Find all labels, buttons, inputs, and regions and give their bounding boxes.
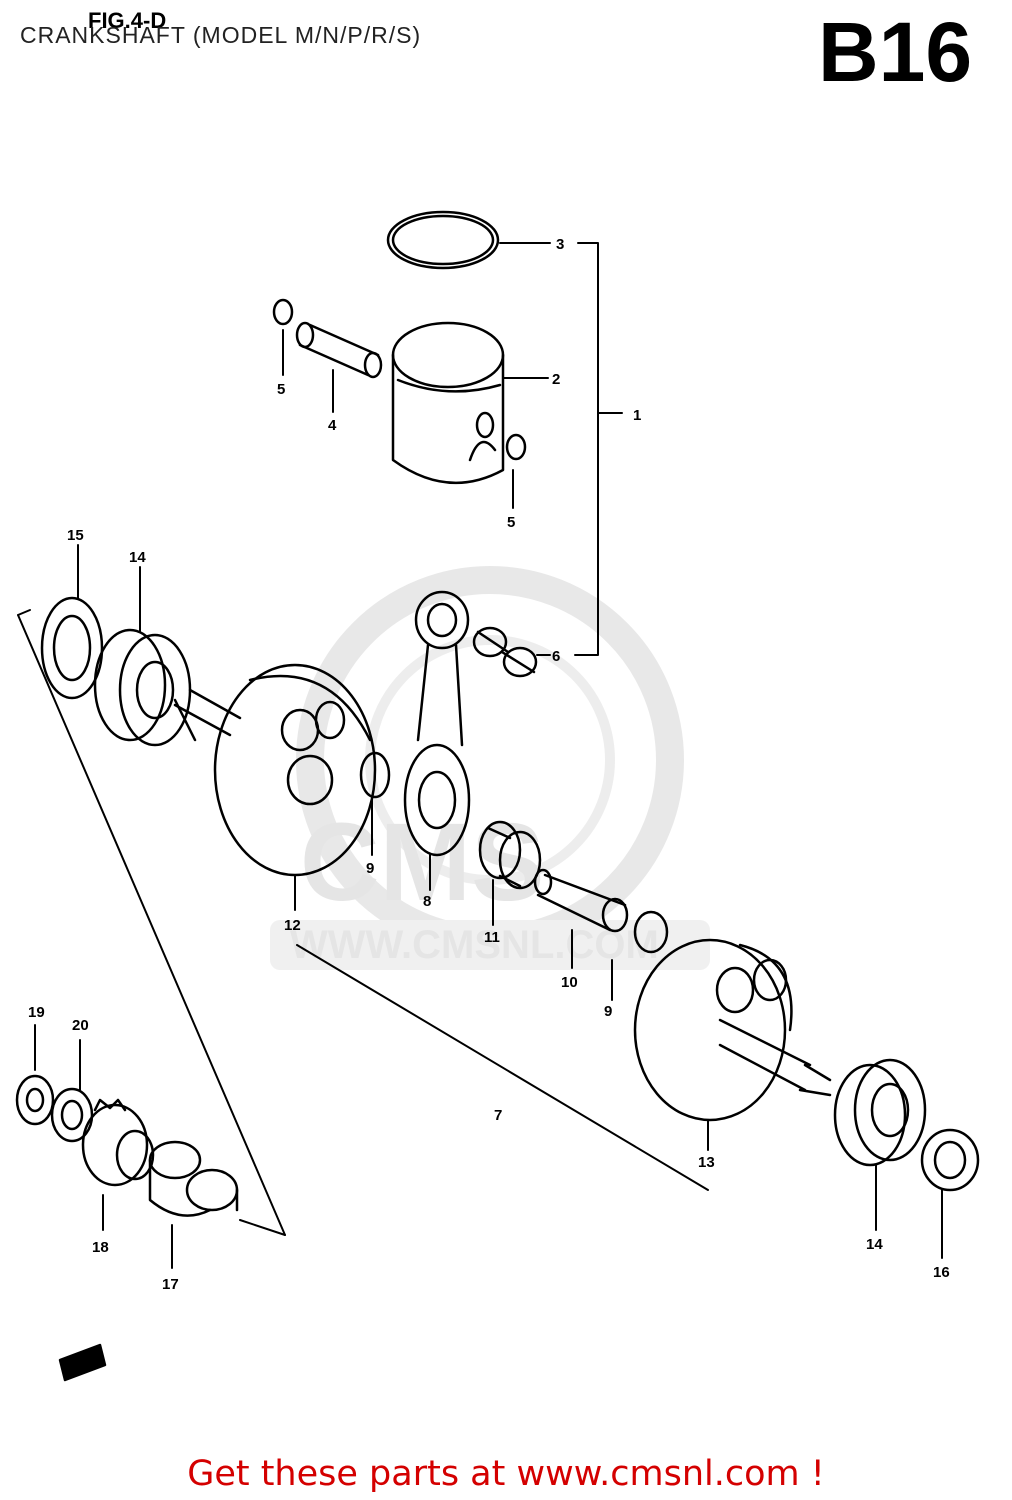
part-number-18: 18 <box>92 1239 109 1256</box>
piston <box>391 321 505 485</box>
connecting-rod <box>403 590 471 857</box>
cmsnl-watermark: CMS WWW.CMSNL.COM <box>270 566 710 970</box>
part-number-4: 4 <box>328 417 337 434</box>
page-code: B16 <box>818 5 973 99</box>
footer-link[interactable]: Get these parts at www.cmsnl.com ! <box>187 1454 825 1494</box>
oil-seal-right <box>920 1128 980 1192</box>
watermark-url: WWW.CMSNL.COM <box>290 923 659 967</box>
part-numbers: 3 2 1 5 4 5 6 15 14 9 8 12 11 10 9 7 13 … <box>28 236 950 1293</box>
washer <box>50 1087 94 1143</box>
circlip-left <box>272 298 294 326</box>
front-arrow-icon <box>58 1343 107 1382</box>
crankshaft-right <box>633 938 832 1122</box>
part-number-10: 10 <box>561 974 578 991</box>
part-number-2: 2 <box>552 371 560 388</box>
part-number-5-left: 5 <box>277 381 285 398</box>
primary-gear <box>81 1098 155 1187</box>
oil-seal-left <box>40 596 104 700</box>
leader-lines <box>17 242 943 1269</box>
circlip-right <box>505 433 527 461</box>
part-number-19: 19 <box>28 1004 45 1021</box>
nut <box>15 1074 55 1126</box>
part-number-9-right: 9 <box>604 1003 612 1020</box>
part-number-5-right: 5 <box>507 514 515 531</box>
part-number-3: 3 <box>556 236 564 253</box>
part-number-11: 11 <box>484 929 500 946</box>
page-title: CRANKSHAFT (MODEL M/N/P/R/S) <box>20 22 422 48</box>
part-number-14-left: 14 <box>129 549 146 566</box>
part-number-1: 1 <box>633 407 641 424</box>
main-bearing-right <box>833 1058 927 1167</box>
part-number-6: 6 <box>552 648 560 665</box>
part-number-8: 8 <box>423 893 431 910</box>
part-number-13: 13 <box>698 1154 715 1171</box>
small-end-bearing <box>472 626 538 678</box>
part-number-20: 20 <box>72 1017 89 1034</box>
part-number-7: 7 <box>494 1107 502 1124</box>
piston-ring <box>386 210 500 270</box>
crank-pin <box>533 868 629 933</box>
part-number-14-right: 14 <box>866 1236 883 1253</box>
spacer <box>148 1140 239 1217</box>
part-number-17: 17 <box>162 1276 179 1293</box>
part-number-15: 15 <box>67 527 84 544</box>
main-bearing-left <box>93 628 192 747</box>
big-end-bearing <box>478 820 542 890</box>
figure-label: FIG.4-D <box>88 8 167 33</box>
thrust-washer-right <box>633 910 669 954</box>
part-number-16: 16 <box>933 1264 950 1281</box>
piston-pin <box>295 321 383 379</box>
part-number-9-left: 9 <box>366 860 374 877</box>
part-number-12: 12 <box>284 917 301 934</box>
